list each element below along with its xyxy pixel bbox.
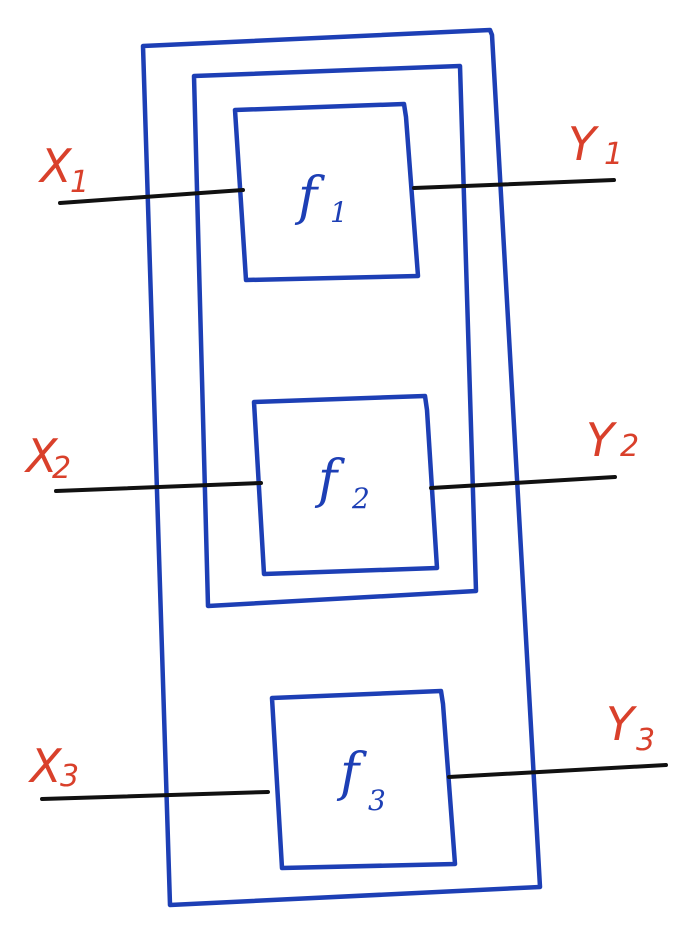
outer-box	[140, 27, 543, 908]
function-subscript-f1: 1	[330, 196, 348, 229]
output-subscript-y1: 1	[604, 137, 623, 172]
input-subscript-x1: 1	[70, 165, 89, 200]
input-label-x1: X	[38, 139, 73, 193]
input-subscript-x2: 2	[52, 451, 71, 486]
output-subscript-y2: 2	[620, 429, 639, 464]
block-f2: f 2 X 2 Y 2	[24, 393, 639, 577]
input-wire-x2	[54, 481, 263, 493]
function-subscript-f2: 2	[351, 482, 370, 515]
output-label-y2: Y	[586, 413, 618, 467]
function-subscript-f3: 3	[368, 784, 386, 817]
output-subscript-y3: 3	[636, 723, 655, 758]
block-f1: f 1 X 1 Y 1	[38, 101, 623, 283]
function-label-f1: f	[294, 167, 325, 227]
output-wire-y3	[447, 763, 668, 779]
output-wire-y2	[429, 475, 617, 490]
input-wire-x1	[58, 188, 245, 205]
inner-box	[191, 63, 479, 609]
input-subscript-x3: 3	[60, 759, 79, 794]
block-f1-box	[232, 101, 421, 283]
block-f3: f 3 X 3 Y 3	[28, 688, 668, 871]
function-label-f3: f	[336, 743, 367, 803]
function-label-f2: f	[314, 450, 345, 510]
output-label-y1: Y	[568, 117, 600, 171]
input-label-x2: X	[24, 429, 59, 483]
output-wire-y1	[412, 178, 616, 190]
block-f3-box	[269, 688, 458, 871]
output-label-y3: Y	[606, 697, 638, 751]
block-f2-box	[251, 393, 440, 577]
input-wire-x3	[40, 790, 270, 801]
input-label-x3: X	[28, 739, 63, 793]
